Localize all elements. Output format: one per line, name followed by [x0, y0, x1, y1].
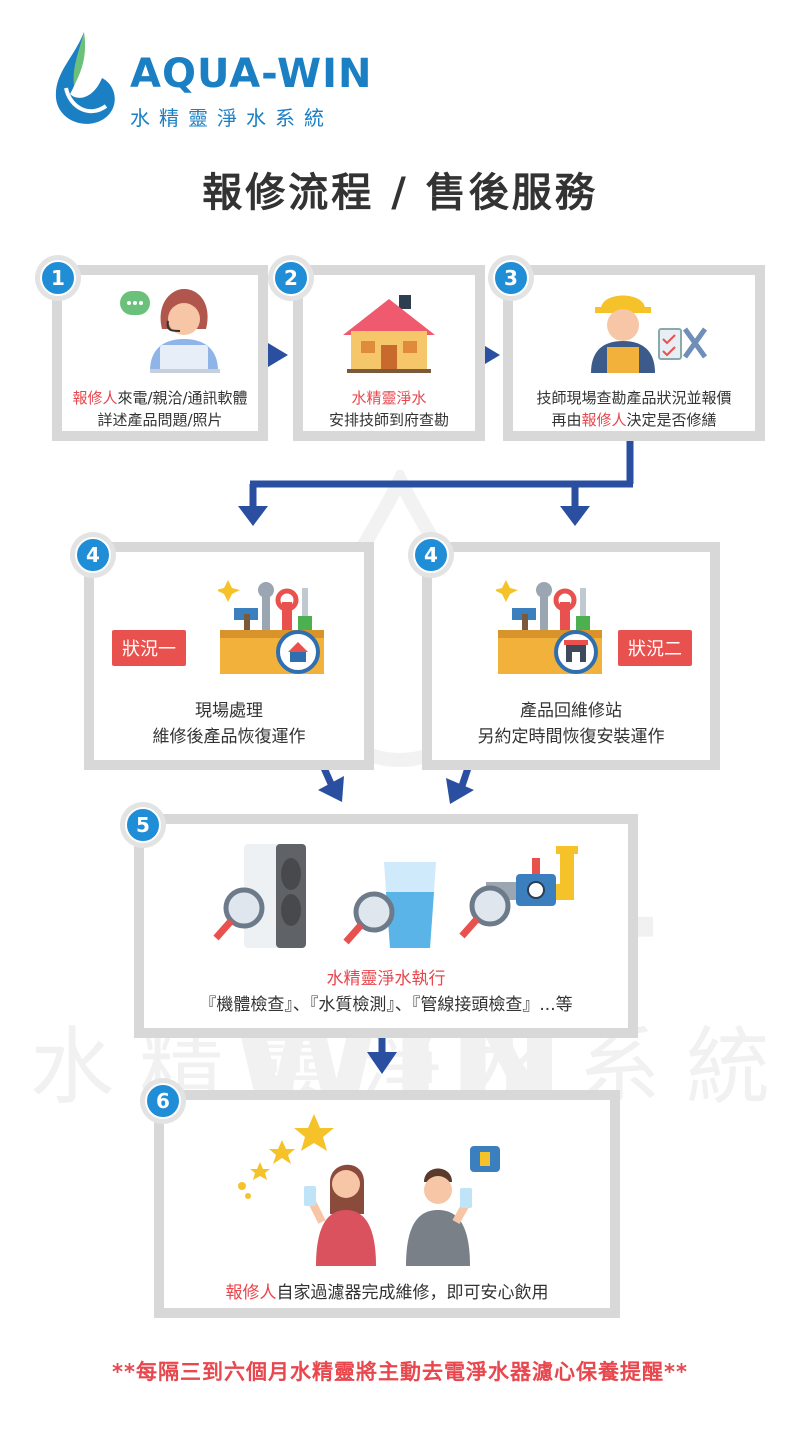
- step-3-card: 技師現場查勘產品狀況並報價 再由報修人決定是否修繕: [503, 265, 765, 441]
- customer-service-agent-icon: [120, 289, 220, 373]
- page-title: 報修流程 / 售後服務: [202, 170, 598, 216]
- step-4-case-2-card: 狀況二 產品回維修站 另約定時間恢復安裝運作: [422, 542, 720, 770]
- pipe-joint-inspection-icon: [459, 846, 578, 939]
- logo-subtitle: 水精靈淨水系統: [130, 106, 333, 130]
- step-1-caption: 報修人來電/親洽/通訊軟體 詳述產品問題/照片: [72, 389, 248, 429]
- machine-inspection-icon: [213, 844, 306, 948]
- step-5-badge: 5: [120, 802, 166, 848]
- logo-name: AQUA-WIN: [130, 51, 373, 97]
- logo-drop-icon: [55, 32, 115, 124]
- step-1-card: 報修人來電/親洽/通訊軟體 詳述產品問題/照片: [52, 265, 268, 441]
- step-6-badge: 6: [140, 1078, 186, 1124]
- step-6-caption: 報修人自家過濾器完成維修，即可安心飲用: [225, 1283, 549, 1303]
- step-2-card: 水精靈淨水 安排技師到府查勘: [293, 265, 485, 441]
- case-1-tag: 狀況一: [112, 630, 186, 666]
- technician-icon: [591, 295, 708, 373]
- step-5-card: 水精靈淨水執行 『機體檢查』、『水質檢測』、『管線接頭檢查』...等: [134, 814, 638, 1038]
- toolbox-home-icon: [218, 580, 324, 674]
- step-5-caption: 水精靈淨水執行 『機體檢查』、『水質檢測』、『管線接頭檢查』...等: [199, 969, 573, 1015]
- step-4-case-1-badge: 4: [70, 532, 116, 578]
- step-4-case-2-caption: 產品回維修站 另約定時間恢復安裝運作: [477, 701, 665, 747]
- drinking-water-people-icon: [238, 1114, 500, 1266]
- step-3-caption: 技師現場查勘產品狀況並報價 再由報修人決定是否修繕: [536, 389, 732, 429]
- step-3-badge: 3: [488, 255, 534, 301]
- step-4-case-1-card: 狀況一 現場處理 維修後產品恢復運作: [84, 542, 374, 770]
- house-icon: [343, 295, 435, 373]
- step-2-caption: 水精靈淨水 安排技師到府查勘: [328, 389, 449, 429]
- step-4-case-2-badge: 4: [408, 532, 454, 578]
- maintenance-reminder: **每隔三到六個月水精靈將主動去電淨水器濾心保養提醒**: [112, 1360, 688, 1384]
- step-1-badge: 1: [35, 255, 81, 301]
- water-quality-test-icon: [343, 862, 436, 948]
- step-6-card: 報修人自家過濾器完成維修，即可安心飲用: [154, 1090, 620, 1318]
- toolbox-repair-station-icon: [496, 580, 602, 674]
- case-2-tag: 狀況二: [618, 630, 692, 666]
- step-4-case-1-caption: 現場處理 維修後產品恢復運作: [152, 701, 306, 747]
- logo: AQUA-WIN 水精靈淨水系統: [130, 54, 372, 131]
- step-2-badge: 2: [268, 255, 314, 301]
